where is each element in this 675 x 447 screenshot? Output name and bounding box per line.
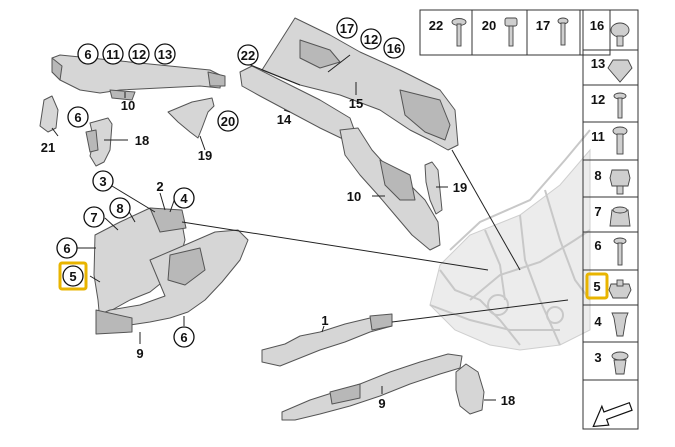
part-10-lower xyxy=(339,127,441,251)
callout-11: 11 xyxy=(102,43,124,65)
label-18-upper: 18 xyxy=(135,133,149,148)
svg-text:13: 13 xyxy=(158,47,172,62)
label-21: 21 xyxy=(41,140,55,155)
svg-text:16: 16 xyxy=(590,18,604,33)
svg-text:6: 6 xyxy=(84,47,91,62)
callout-6-c: 6 xyxy=(56,237,78,259)
svg-text:16: 16 xyxy=(387,41,401,56)
callout-6: 6 xyxy=(77,43,99,65)
svg-text:20: 20 xyxy=(482,18,496,33)
hardware-5-highlighted: 5 xyxy=(585,272,632,300)
svg-text:11: 11 xyxy=(106,47,120,62)
label-19-lower: 19 xyxy=(453,180,467,195)
callout-6-b: 6 xyxy=(67,106,89,128)
svg-text:12: 12 xyxy=(591,92,605,107)
svg-text:6: 6 xyxy=(594,238,601,253)
part-2-assembly xyxy=(93,207,249,335)
svg-text:22: 22 xyxy=(241,48,255,63)
label-10-lower: 10 xyxy=(347,189,361,204)
callout-6-d: 6 xyxy=(173,326,195,348)
svg-text:17: 17 xyxy=(340,21,354,36)
svg-text:11: 11 xyxy=(591,129,605,144)
part-19-upper xyxy=(167,97,215,139)
part-21 xyxy=(39,95,59,133)
label-1: 1 xyxy=(321,313,328,328)
callout-7: 7 xyxy=(83,206,105,228)
svg-text:7: 7 xyxy=(90,210,97,225)
svg-text:13: 13 xyxy=(591,56,605,71)
hardware-20: 20 xyxy=(482,17,518,47)
callouts: 6 11 12 13 10 21 6 18 20 19 22 14 17 12 … xyxy=(41,17,515,411)
svg-text:5: 5 xyxy=(69,269,76,284)
label-15: 15 xyxy=(349,96,363,111)
callout-12-b: 12 xyxy=(360,28,382,50)
hardware-17: 17 xyxy=(536,17,569,46)
hardware-grid: 22 20 17 16 13 12 11 xyxy=(419,9,639,430)
part-19-lower xyxy=(424,161,443,215)
callout-4: 4 xyxy=(173,187,195,209)
part-1 xyxy=(261,313,393,367)
callout-8: 8 xyxy=(109,197,131,219)
vehicle-body-outline xyxy=(429,129,591,351)
svg-text:7: 7 xyxy=(594,204,601,219)
part-15 xyxy=(261,17,459,151)
svg-text:12: 12 xyxy=(364,32,378,47)
svg-text:5: 5 xyxy=(593,279,600,294)
label-19-upper: 19 xyxy=(198,148,212,163)
part-18-lower xyxy=(455,363,485,415)
callout-17: 17 xyxy=(336,17,358,39)
hardware-11: 11 xyxy=(591,126,628,155)
svg-text:3: 3 xyxy=(594,350,601,365)
callout-3: 3 xyxy=(92,170,114,192)
svg-text:4: 4 xyxy=(180,191,188,206)
hardware-3: 3 xyxy=(594,350,629,375)
hardware-13: 13 xyxy=(591,56,633,83)
hardware-6: 6 xyxy=(594,237,627,266)
svg-text:4: 4 xyxy=(594,314,602,329)
svg-text:6: 6 xyxy=(63,241,70,256)
navigation-arrow-icon[interactable] xyxy=(588,397,634,430)
part-18-upper xyxy=(85,117,113,167)
label-9-left: 9 xyxy=(136,346,143,361)
hardware-7: 7 xyxy=(594,204,631,227)
svg-text:8: 8 xyxy=(116,201,123,216)
hardware-12: 12 xyxy=(591,92,627,119)
part-10-upper xyxy=(51,54,226,101)
hardware-4: 4 xyxy=(594,312,629,337)
svg-text:3: 3 xyxy=(99,174,106,189)
label-10-upper: 10 xyxy=(121,98,135,113)
svg-text:6: 6 xyxy=(180,330,187,345)
svg-text:17: 17 xyxy=(536,18,550,33)
callout-20: 20 xyxy=(217,110,239,132)
svg-text:20: 20 xyxy=(221,114,235,129)
label-14: 14 xyxy=(277,112,292,127)
callout-5-highlighted: 5 xyxy=(58,261,88,291)
svg-text:8: 8 xyxy=(594,168,601,183)
callout-22: 22 xyxy=(237,44,259,66)
callout-12: 12 xyxy=(128,43,150,65)
part-9-lower xyxy=(281,353,463,421)
label-9-bottom: 9 xyxy=(378,396,385,411)
svg-text:22: 22 xyxy=(429,18,443,33)
callout-16: 16 xyxy=(383,37,405,59)
hardware-16: 16 xyxy=(590,18,630,47)
label-2: 2 xyxy=(156,179,163,194)
label-18-lower: 18 xyxy=(501,393,515,408)
svg-text:6: 6 xyxy=(74,110,81,125)
callout-13: 13 xyxy=(154,43,176,65)
hardware-22: 22 xyxy=(429,18,467,47)
svg-text:12: 12 xyxy=(132,47,146,62)
hardware-8: 8 xyxy=(594,168,631,195)
